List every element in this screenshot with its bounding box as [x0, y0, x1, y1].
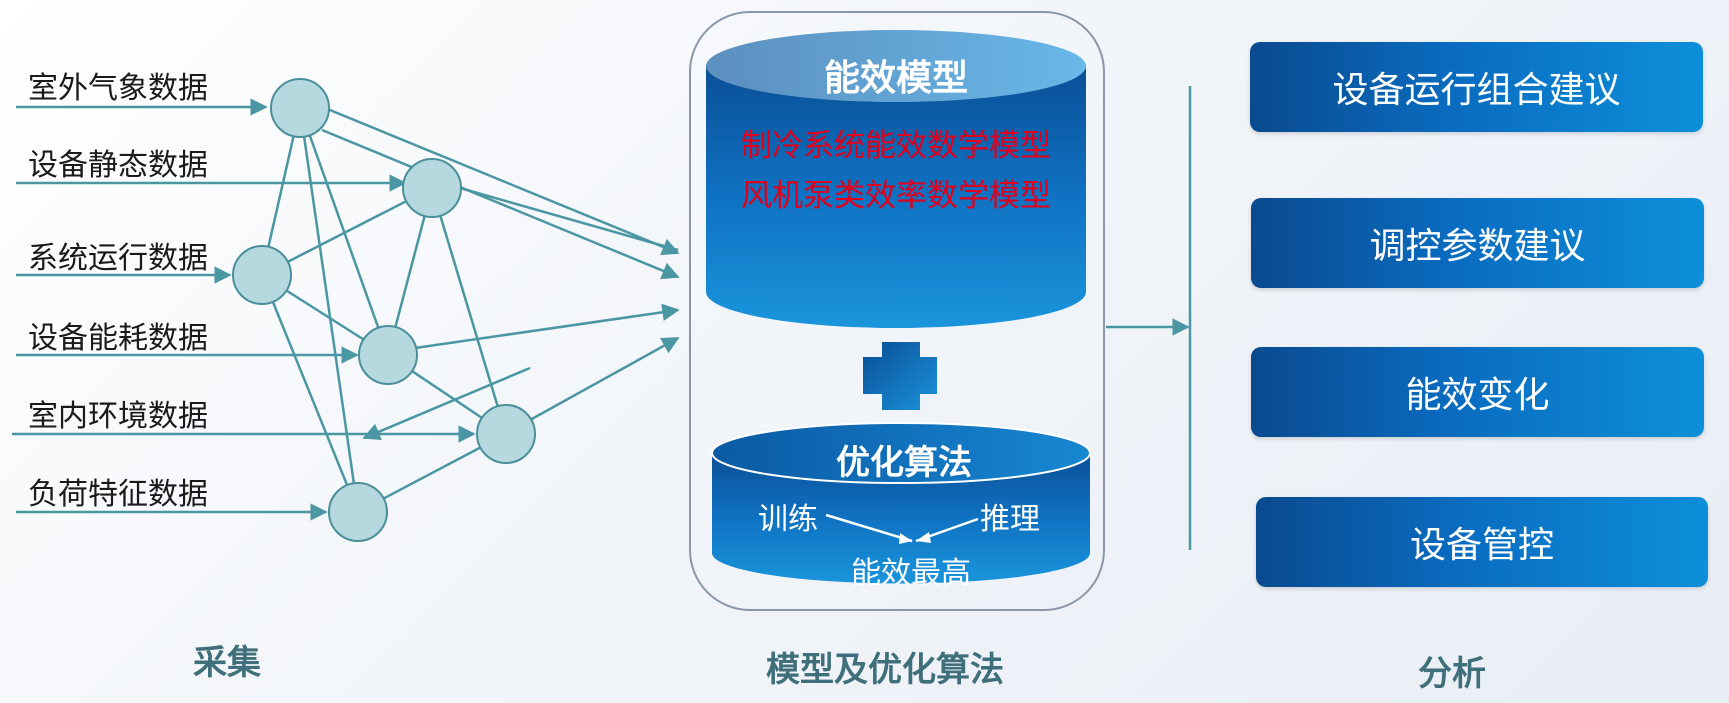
- output-equipment-combination: 设备运行组合建议: [1250, 42, 1703, 132]
- node-4: [358, 325, 418, 385]
- input-arrows: [12, 98, 476, 521]
- input-label-outdoor-weather: 室外气象数据: [28, 71, 208, 106]
- node-3: [232, 245, 292, 305]
- analysis-section-title: 分析: [1418, 654, 1486, 694]
- model-frame: [689, 11, 1105, 611]
- node-6: [328, 482, 388, 542]
- node-2: [402, 158, 462, 218]
- energy-model-title: 能效模型: [823, 58, 968, 99]
- input-label-equipment-static: 设备静态数据: [28, 148, 208, 183]
- output-energy-change: 能效变化: [1251, 347, 1704, 437]
- optimization-title: 优化算法: [836, 443, 972, 483]
- optimization-result-label: 能效最高: [851, 556, 971, 591]
- output-control-parameters: 调控参数建议: [1251, 198, 1704, 288]
- input-label-equipment-energy: 设备能耗数据: [28, 321, 208, 356]
- input-label-load-characteristics: 负荷特征数据: [28, 477, 208, 512]
- input-label-system-operation: 系统运行数据: [28, 241, 208, 276]
- energy-model-item-fan-pump: 风机泵类效率数学模型: [741, 178, 1051, 214]
- optimization-train-label: 训练: [758, 502, 818, 537]
- output-to-model-arrows: [321, 106, 680, 422]
- network-nodes: [232, 78, 536, 542]
- node-1: [270, 78, 330, 138]
- algorithm-arrows: [825, 513, 979, 544]
- analysis-connector: [1106, 86, 1192, 550]
- model-section-title: 模型及优化算法: [766, 650, 1004, 690]
- node-5: [476, 404, 536, 464]
- optimization-infer-label: 推理: [980, 502, 1040, 537]
- optimization-cylinder: [711, 422, 1091, 584]
- collect-section-title: 采集: [193, 643, 261, 683]
- energy-model-item-cooling: 制冷系统能效数学模型: [741, 128, 1051, 164]
- output-equipment-control: 设备管控: [1256, 497, 1708, 587]
- energy-model-cylinder: [706, 30, 1086, 328]
- plus-icon: [863, 342, 937, 410]
- input-label-indoor-environment: 室内环境数据: [28, 399, 208, 434]
